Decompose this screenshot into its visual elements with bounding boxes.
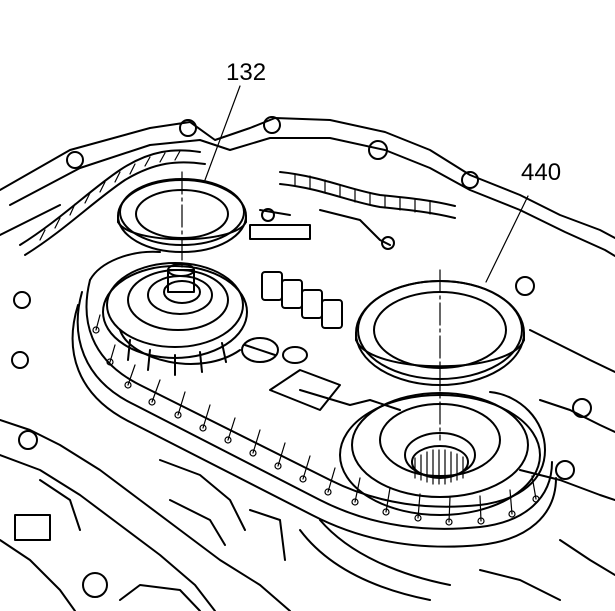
valve-body-components xyxy=(241,208,401,411)
leader-line-132 xyxy=(204,85,241,181)
callout-leaders xyxy=(204,85,529,283)
leader-line-440 xyxy=(485,195,529,283)
transmission-case-outline xyxy=(0,117,615,611)
drive-sprocket xyxy=(102,262,248,376)
housing-bolt-bosses xyxy=(11,116,592,598)
drive-chain xyxy=(71,250,557,548)
callout-label-132: 132 xyxy=(226,59,266,86)
callout-label-440: 440 xyxy=(521,159,561,186)
lower-housing-details xyxy=(14,459,561,601)
chain-link-pins xyxy=(92,326,540,526)
wiring-harness xyxy=(19,149,456,256)
centerlines xyxy=(181,171,441,441)
